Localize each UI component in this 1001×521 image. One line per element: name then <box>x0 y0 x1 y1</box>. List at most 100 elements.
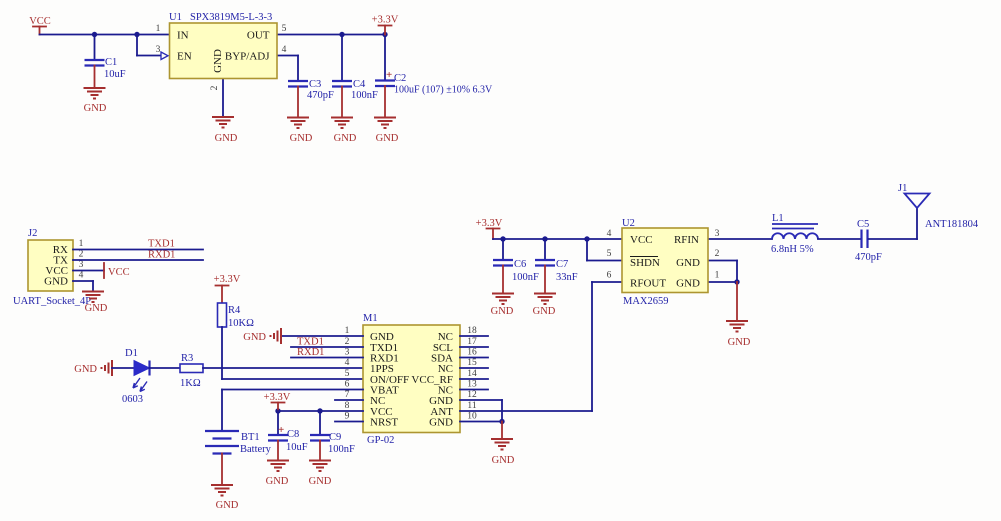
uart-section: J2 UART_Socket_4P RX TX VCC GND 1 2 3 4 … <box>13 228 204 314</box>
u2-pin-number: 5 <box>607 249 612 259</box>
regulator-section: VCC C1 10uF GND U <box>29 12 493 144</box>
gnd-symbol <box>533 292 557 305</box>
component-c3: C3 470pF GND <box>286 79 334 144</box>
gnd-net-label: GND <box>243 332 266 343</box>
m1-pin-number: 17 <box>467 337 477 347</box>
component-c1: C1 10uF GND <box>82 33 126 114</box>
component-c8: + C8 10uF GND <box>266 410 308 487</box>
p33-net-label: +3.3V <box>372 15 399 26</box>
gnd-net-label: GND <box>334 133 357 144</box>
c8-polarity-plus: + <box>278 424 284 436</box>
junction-dot <box>584 236 590 242</box>
gnd-net-label: GND <box>74 364 97 375</box>
m1-pin-ant: ANT <box>430 406 453 418</box>
m1-pin-nc18: NC <box>438 331 453 343</box>
component-d1: D1 0603 <box>122 348 151 405</box>
m1-pin-number: 6 <box>345 380 350 390</box>
m1-pin-nc7: NC <box>370 395 385 407</box>
gnd-symbol <box>286 116 310 129</box>
gnd-net-label: GND <box>728 337 751 348</box>
component-c6: C6 100nF GND <box>491 238 539 317</box>
rxd1-net-label: RXD1 <box>148 250 175 261</box>
u1-body <box>168 22 278 80</box>
gnd-symbol <box>490 438 514 451</box>
r3-ref: R3 <box>181 353 193 364</box>
component-l1: L1 6.8nH 5% <box>771 213 819 255</box>
j2-part: UART_Socket_4P <box>13 296 91 307</box>
c4-ref: C4 <box>353 79 366 90</box>
component-c9: C9 100nF GND <box>308 410 355 487</box>
gnd-symbol <box>725 320 749 333</box>
rf-section: L1 6.8nH 5% C5 470pF J1 ANT181804 <box>771 183 979 263</box>
p33-net-label: +3.3V <box>214 274 241 285</box>
m1-pin-number: 3 <box>345 348 350 358</box>
resistor-icon <box>179 363 204 374</box>
gnd-symbol <box>210 484 234 497</box>
c9-value: 100nF <box>328 444 355 455</box>
m1-pin-gnd: GND <box>370 331 394 343</box>
gnd-net-label: GND <box>266 476 289 487</box>
u2-pin-gnd2: GND <box>676 257 700 269</box>
pullup-section: +3.3V R4 10KΩ <box>214 274 364 380</box>
d1-ref: D1 <box>125 348 138 359</box>
m1-body <box>362 324 461 434</box>
m1-pin-rxd1: RXD1 <box>370 353 399 365</box>
l1-value: 6.8nH 5% <box>771 244 814 255</box>
j2-pin-number-4: 4 <box>79 271 84 281</box>
m1-pin-number: 10 <box>467 412 477 422</box>
u1-pin-number-5: 5 <box>282 24 287 34</box>
m1-pin-scl: SCL <box>433 342 453 354</box>
component-r4: R4 10KΩ <box>216 302 254 329</box>
m1-pin-number: 4 <box>345 358 350 368</box>
m1-pin-number: 7 <box>345 390 350 400</box>
m1-pin-1pps: 1PPS <box>370 363 394 375</box>
lna-section: +3.3V C6 100nF GND <box>476 218 773 412</box>
c8-value: 10uF <box>286 442 308 453</box>
m1-pin-vbat: VBAT <box>370 385 399 397</box>
led-icon <box>133 359 151 377</box>
component-u2: U2 MAX2659 VCC SHDN RFOUT RFIN GND GND 4… <box>607 218 720 307</box>
junction-dot <box>134 31 140 38</box>
c9-ref: C9 <box>329 432 341 443</box>
vcc-net-label: VCC <box>29 16 51 27</box>
gps-section: M1 GP-02 GND TXD1 RXD1 1PPS ON/OFF VBAT … <box>243 313 593 466</box>
component-r3: R3 1KΩ <box>179 353 204 389</box>
m1-pin-gnd12: GND <box>429 395 453 407</box>
wires-m1 <box>280 335 593 423</box>
u2-body <box>621 227 709 294</box>
c4-value: 100nF <box>351 90 378 101</box>
bt1-ref: BT1 <box>241 432 260 443</box>
component-u1: U1 SPX3819M5-L-3-3 IN EN OUT BYP/ADJ GND… <box>156 12 287 144</box>
j2-pin-number-2: 2 <box>79 250 84 260</box>
u1-pin-out: OUT <box>247 30 270 42</box>
u1-pin-number-1: 1 <box>156 24 161 34</box>
gnd-net-label: GND <box>215 133 238 144</box>
c6-value: 100nF <box>512 272 539 283</box>
battery-section: BT1 Battery GND +3.3V + C8 10uF GND <box>205 388 364 511</box>
gnd-net-label: GND <box>216 500 239 511</box>
j2-pin-tx: TX <box>53 255 68 267</box>
c7-ref: C7 <box>556 259 568 270</box>
u1-pin-byp: BYP/ADJ <box>225 51 270 63</box>
u2-part: MAX2659 <box>623 296 669 307</box>
gnd-net-label: GND <box>309 476 332 487</box>
component-bt1: BT1 Battery GND <box>205 429 272 511</box>
p33-net-label: +3.3V <box>264 392 291 403</box>
m1-pin-number: 2 <box>345 337 350 347</box>
m1-pin-nc13: NC <box>438 385 453 397</box>
m1-pin-number: 14 <box>467 369 477 379</box>
gnd-symbol <box>266 459 290 472</box>
r3-value: 1KΩ <box>180 378 201 389</box>
m1-pin-nrst: NRST <box>370 417 398 429</box>
bt1-value: Battery <box>240 444 272 455</box>
wires-lna <box>492 238 773 412</box>
j1-part: ANT181804 <box>925 219 979 230</box>
j2-body <box>27 239 74 292</box>
u1-pin-en: EN <box>177 51 192 63</box>
gnd-symbol <box>308 459 332 472</box>
gnd-net-label: GND <box>492 455 515 466</box>
m1-pin-vcc: VCC <box>370 406 393 418</box>
antenna-icon <box>902 192 932 210</box>
u2-pin-number: 1 <box>715 271 720 281</box>
